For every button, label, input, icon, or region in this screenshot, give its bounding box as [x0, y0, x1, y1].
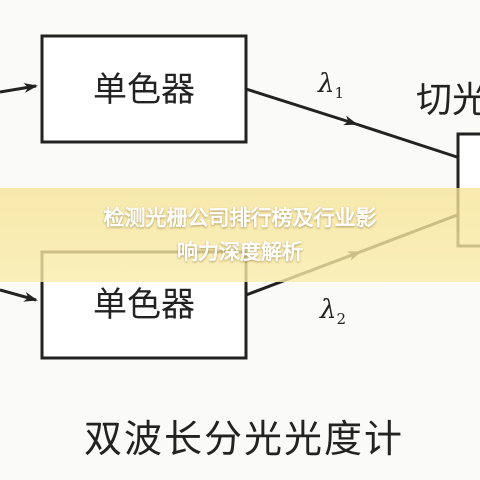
title-banner: 检测光栅公司排行榜及行业影 响力深度解析 [0, 188, 480, 282]
beam-lambda1-line [355, 122, 461, 160]
chopper-label: 切光 [416, 80, 480, 121]
banner-title-line-1: 检测光栅公司排行榜及行业影 [103, 206, 377, 230]
bottom-monochromator-label: 单色器 [93, 285, 195, 325]
top-monochromator-box [40, 34, 248, 144]
beam-lambda1-arrow [245, 87, 358, 126]
lambda2-label: λ2 [319, 295, 346, 328]
incoming-arrow-top [0, 83, 38, 94]
banner-title-line-2: 响力深度解析 [177, 240, 303, 264]
lambda1-label: λ1 [317, 69, 344, 102]
diagram-caption: 双波长分光光度计 [84, 417, 404, 461]
incoming-arrow-bottom [0, 288, 38, 302]
top-monochromator-label: 单色器 [93, 70, 195, 110]
